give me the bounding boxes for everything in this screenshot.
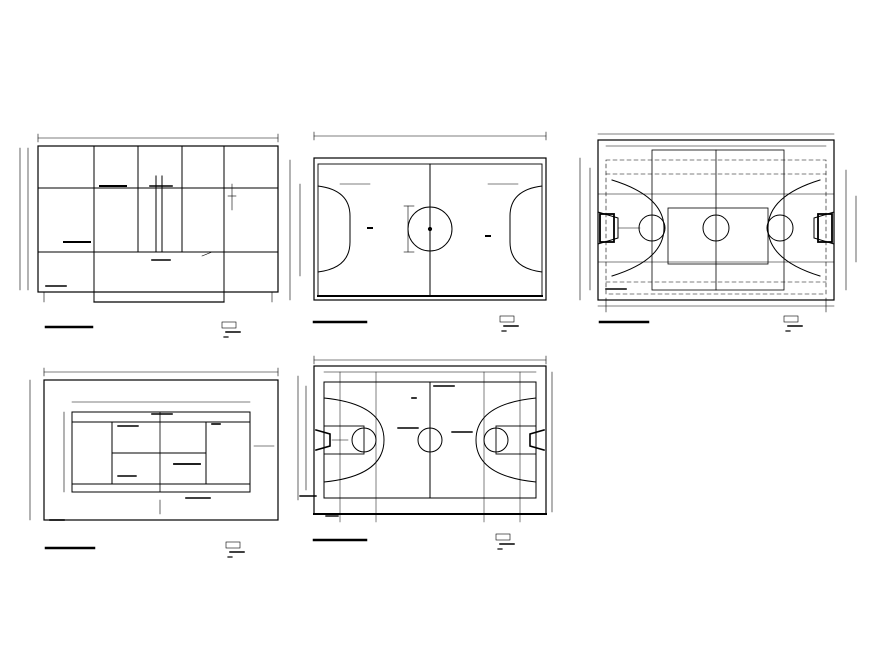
- volleyball-court-plan: [19, 133, 279, 338]
- basketball-court-plan: [297, 355, 553, 550]
- futsal-court-plan: [289, 131, 547, 332]
- tennis-court-plan: [29, 367, 279, 558]
- basketball-court-overlay-plan: [579, 133, 857, 332]
